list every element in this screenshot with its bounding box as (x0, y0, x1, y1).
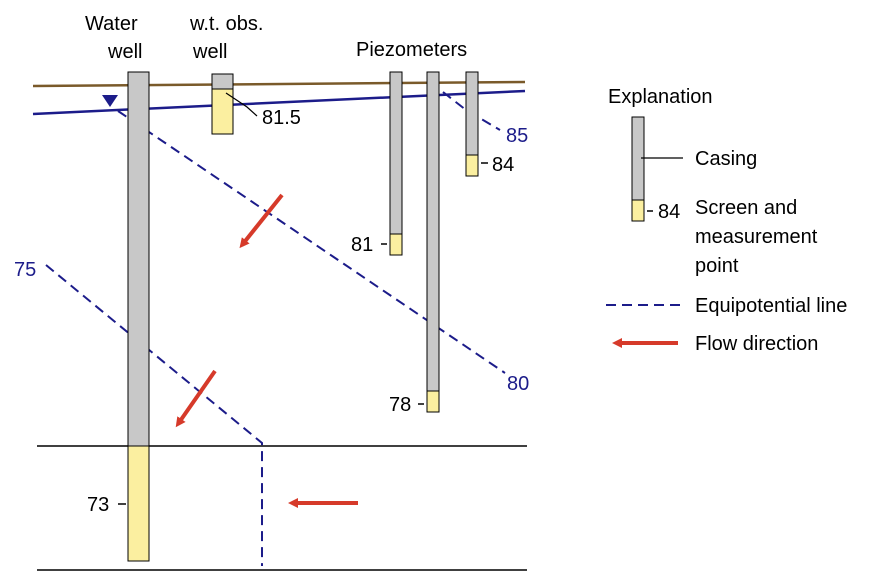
wt-obs-casing (211, 73, 234, 90)
legend-screen-label-line3: point (695, 255, 739, 277)
piezometer-long-measurement: 78 (389, 394, 411, 416)
legend-title: Explanation (608, 86, 713, 108)
piezometer-short-screen (389, 233, 403, 256)
legend-flow-label: Flow direction (695, 333, 818, 355)
equipotential-line-75 (45, 264, 263, 566)
land-surface (32, 80, 526, 88)
flow-arrow-lower (175, 369, 217, 428)
legend: Explanation Casing 84 Screen and measure… (606, 86, 847, 355)
equipotential-line-85 (442, 91, 501, 131)
piezometer-short-measurement: 81 (351, 234, 373, 256)
water-well-screen (127, 445, 150, 562)
piezometers-label: Piezometers (356, 39, 467, 61)
piezometer-long-casing (426, 71, 440, 392)
water-table (32, 89, 526, 116)
legend-screen-label-line1: Screen and (695, 197, 797, 219)
piezometer-short-casing (389, 71, 403, 235)
water-well: 73 (87, 71, 150, 562)
flow-arrow-upper (239, 193, 284, 249)
legend-casing-label: Casing (695, 148, 757, 170)
water-well-label-line2: well (107, 41, 142, 63)
wt-obs-screen (211, 88, 234, 135)
piezometer-right-screen (465, 154, 479, 177)
piezometer-right-casing (465, 71, 479, 156)
water-well-measurement: 73 (87, 494, 109, 516)
water-well-label-line1: Water (85, 13, 138, 35)
legend-screen-swatch (631, 199, 645, 222)
piezometer-right-measurement: 84 (492, 154, 514, 176)
legend-equipotential-label: Equipotential line (695, 295, 847, 317)
piezometer-right: 84 (465, 71, 514, 177)
legend-screen-value: 84 (658, 201, 680, 223)
wt-obs-well: 81.5 (211, 73, 301, 135)
wt-obs-label-line1: w.t. obs. (189, 13, 263, 35)
equipotential-line-80 (117, 110, 506, 374)
water-well-casing (127, 71, 150, 447)
wt-obs-measurement: 81.5 (262, 107, 301, 129)
piezometer-short: 81 (351, 71, 403, 256)
piezometer-long: 78 (389, 71, 440, 416)
legend-screen-label-line2: measurement (695, 226, 818, 248)
wt-obs-label-line2: well (192, 41, 227, 63)
equipotential-label-80: 80 (507, 373, 529, 395)
water-table-symbol-icon (102, 95, 118, 107)
equipotential-label-85: 85 (506, 125, 528, 147)
piezometer-long-screen (426, 390, 440, 413)
equipotential-label-75: 75 (14, 259, 36, 281)
